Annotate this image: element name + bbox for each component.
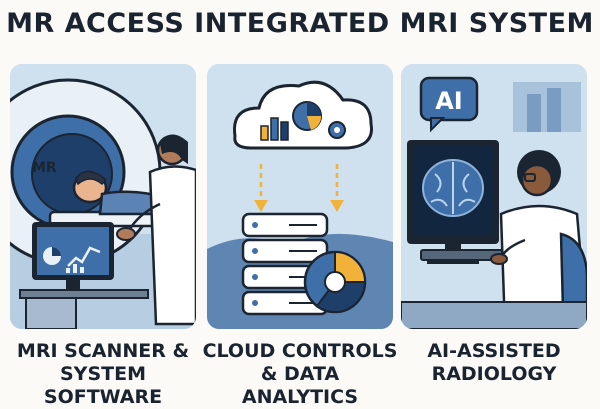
panel-cloud-analytics [207, 64, 393, 329]
arrow-down-icon [330, 200, 344, 212]
caption-line: MRI SCANNER & [16, 340, 190, 362]
caption-mri-scanner: MRI SCANNER & SYSTEM SOFTWARE [3, 340, 203, 409]
ai-badge [419, 76, 479, 122]
panel-ai-radiology: AI [401, 64, 587, 329]
caption-line: CLOUD CONTROLS [202, 340, 398, 362]
ai-label: AI [435, 87, 463, 115]
scanner-label: MR [32, 160, 57, 176]
caption-line: & DATA ANALYTICS [241, 363, 359, 408]
cloud-analytics-illustration [207, 64, 393, 329]
server-stack-icon [241, 212, 329, 316]
caption-line: AI-ASSISTED [427, 340, 561, 362]
caption-line: SYSTEM SOFTWARE [43, 363, 163, 408]
caption-ai-radiology: AI-ASSISTED RADIOLOGY [394, 340, 594, 386]
panel-mri-scanner: MR [10, 64, 196, 329]
arrow-down-icon [254, 200, 268, 212]
caption-line: RADIOLOGY [431, 363, 557, 385]
doctor-head [520, 163, 554, 197]
caption-cloud-analytics: CLOUD CONTROLS & DATA ANALYTICS [200, 340, 400, 409]
ai-radiology-illustration: AI [401, 64, 587, 329]
page-title: MR ACCESS INTEGRATED MRI SYSTEM [6, 8, 594, 39]
mri-scanner-illustration: MR [10, 64, 196, 329]
